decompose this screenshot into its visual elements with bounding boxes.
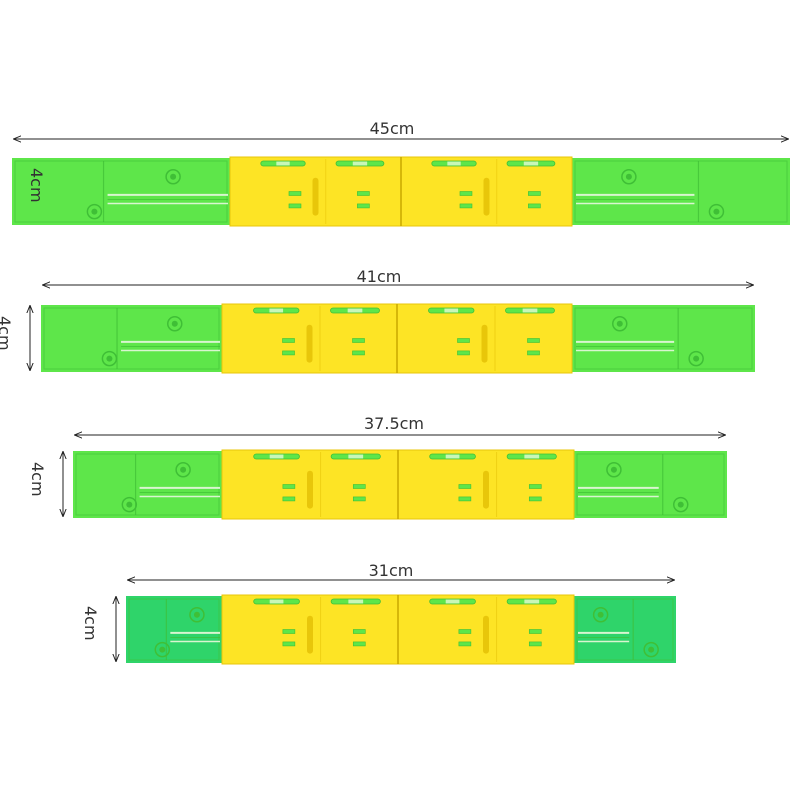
- ruler-1-handle-2: [483, 177, 490, 216]
- ruler-3: [63, 435, 727, 520]
- ruler-2-handle-2: [481, 324, 488, 363]
- ruler-3-green-left: [73, 451, 222, 518]
- ruler-3-small-vial-2-1: [528, 484, 542, 489]
- ruler-1-green-left: [12, 158, 230, 225]
- ruler-1-green-right: [572, 158, 790, 225]
- ruler-3-screw-l1: [175, 462, 191, 478]
- ruler-4-height-label: 4cm: [81, 606, 100, 641]
- ruler-4-small-vial-2-1: [528, 629, 542, 634]
- ruler-1-handle-1: [312, 177, 319, 216]
- ruler-1-screw-r1: [621, 169, 637, 185]
- ruler-3-small-vial-1-0: [282, 484, 296, 489]
- ruler-1-height-label: 4cm: [27, 168, 46, 203]
- ruler-3-screw-r2: [672, 496, 689, 513]
- ruler-1-screw-r2: [708, 203, 725, 220]
- ruler-4-length-label: 31cm: [368, 561, 414, 580]
- ruler-4-handle-1: [307, 615, 313, 654]
- ruler-4-screw-l2: [154, 641, 171, 658]
- ruler-4-small-vial-2-0: [458, 629, 472, 634]
- ruler-1-length-label: 45cm: [369, 119, 415, 138]
- ruler-1-small-vial-1-0: [288, 191, 302, 196]
- ruler-2-screw-l1: [167, 316, 183, 332]
- ruler-1-screw-l2: [86, 203, 103, 220]
- ruler-1-small-vial-2-0: [459, 191, 473, 196]
- ruler-2-screw-r1: [612, 316, 628, 332]
- ruler-2-screw-l2: [101, 350, 118, 367]
- ruler-4-small-vial-1-1: [352, 629, 366, 634]
- ruler-2-green-right: [572, 305, 755, 372]
- ruler-2-handle-1: [306, 324, 313, 363]
- ruler-4: [116, 580, 676, 665]
- ruler-2: [30, 285, 755, 374]
- ruler-4-handle-2: [483, 615, 489, 654]
- ruler-2-screw-r2: [688, 350, 704, 367]
- ruler-1-screw-l1: [165, 169, 181, 185]
- ruler-2-height-label: 4cm: [0, 316, 14, 351]
- ruler-4-screw-r2: [643, 641, 659, 658]
- ruler-3-handle-2: [483, 470, 489, 509]
- ruler-3-handle-1: [307, 470, 313, 509]
- ruler-2-small-vial-1-0: [282, 338, 295, 343]
- ruler-3-green-right: [574, 451, 727, 518]
- ruler-2-length-label: 41cm: [356, 267, 402, 286]
- ruler-1: [12, 139, 790, 227]
- ruler-4-screw-r1: [592, 607, 609, 623]
- ruler-3-height-label: 4cm: [28, 462, 47, 497]
- ruler-3-screw-r1: [606, 462, 622, 478]
- ruler-3-small-vial-1-1: [352, 484, 366, 489]
- ruler-4-green-right: [574, 596, 676, 663]
- ruler-4-screw-l1: [189, 607, 205, 623]
- ruler-3-length-label: 37.5cm: [363, 414, 425, 433]
- ruler-3-screw-l2: [121, 496, 138, 513]
- ruler-2-small-vial-2-1: [527, 338, 540, 343]
- ruler-2-small-vial-2-0: [457, 338, 470, 343]
- ruler-3-small-vial-2-0: [458, 484, 472, 489]
- ruler-4-small-vial-1-0: [282, 629, 296, 634]
- ruler-2-green-left: [41, 305, 222, 372]
- ruler-2-small-vial-1-1: [352, 338, 365, 343]
- ruler-1-small-vial-1-1: [357, 191, 370, 196]
- ruler-1-small-vial-2-1: [528, 191, 541, 196]
- ruler-4-green-left: [126, 596, 222, 663]
